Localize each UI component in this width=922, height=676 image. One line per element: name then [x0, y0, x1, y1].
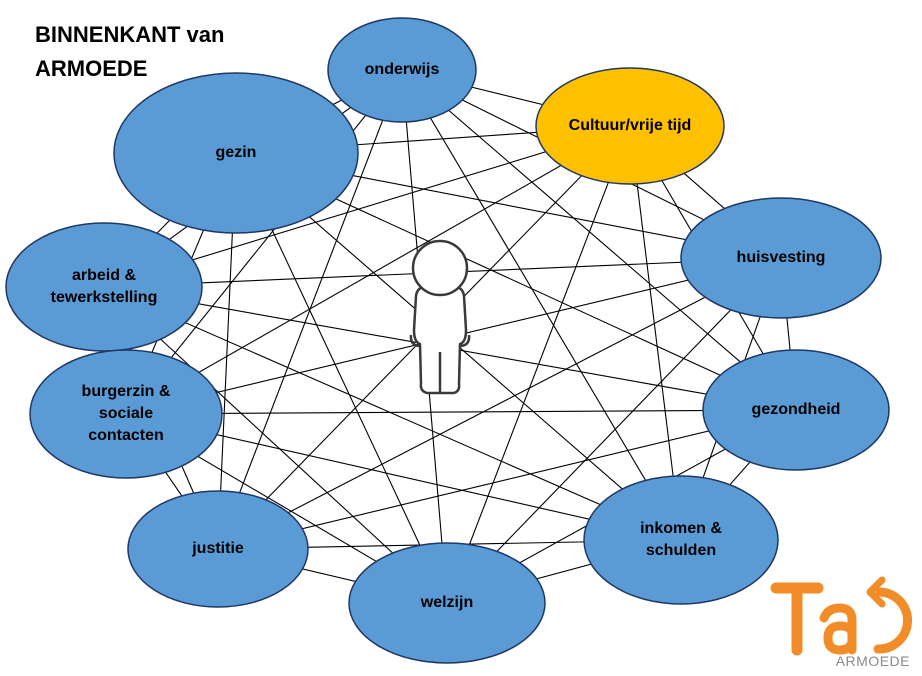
connection-onderwijs-burgerzin	[125, 69, 403, 415]
node-gezin-ellipse	[113, 72, 359, 234]
node-gezin-label: gezin	[216, 144, 257, 161]
node-welzijn: welzijn	[348, 542, 546, 664]
node-burgerzin-label: burgerzin &	[82, 383, 171, 400]
connection-onderwijs-gezondheid	[401, 69, 797, 411]
title-line-1: BINNENKANT van	[35, 22, 225, 47]
node-onderwijs: onderwijs	[327, 17, 477, 123]
connection-gezondheid-justitie	[217, 409, 797, 550]
connection-arbeid-inkomen	[103, 286, 682, 541]
node-inkomen-label: schulden	[646, 542, 716, 559]
connection-gezondheid-burgerzin	[125, 409, 797, 415]
node-inkomen: inkomen & schulden	[583, 475, 779, 605]
node-arbeid-label: arbeid &	[72, 267, 136, 284]
connection-burgerzin-inkomen	[125, 413, 682, 541]
person-outline-icon	[409, 239, 471, 395]
node-justitie-ellipse	[127, 490, 309, 608]
node-arbeid: arbeid & tewerkstelling	[5, 222, 203, 352]
node-gezondheid-label: gezondheid	[752, 401, 841, 418]
node-huisvesting-ellipse	[680, 197, 882, 319]
node-cultuur-ellipse	[535, 67, 725, 185]
connection-cultuur-inkomen	[629, 125, 682, 541]
node-gezin: gezin	[113, 72, 359, 234]
node-justitie-label: justitie	[191, 540, 244, 557]
logo-tagline: ARMOEDE	[835, 653, 910, 669]
node-gezondheid-ellipse	[702, 349, 890, 471]
title-line-2: ARMOEDE	[35, 56, 148, 81]
tao-logo-mark	[770, 576, 912, 656]
connection-onderwijs-justitie	[217, 69, 403, 550]
node-burgerzin-ellipse	[29, 349, 223, 479]
node-onderwijs-label: onderwijs	[365, 61, 440, 78]
node-welzijn-label: welzijn	[420, 594, 473, 611]
node-huisvesting-label: huisvesting	[737, 249, 826, 266]
connection-huisvesting-justitie	[217, 257, 782, 550]
node-huisvesting: huisvesting	[680, 197, 882, 319]
node-burgerzin: burgerzin & sociale contacten	[29, 349, 223, 479]
node-burgerzin-label: sociale	[99, 405, 153, 422]
node-cultuur-label: Cultuur/vrije tijd	[569, 117, 692, 134]
connection-cultuur-burgerzin	[125, 125, 631, 415]
tao-armoede-logo: ARMOEDE	[766, 560, 922, 671]
node-arbeid-ellipse	[5, 222, 203, 352]
node-arbeid-label: tewerkstelling	[51, 289, 158, 306]
node-cultuur: Cultuur/vrije tijd	[535, 67, 725, 185]
node-inkomen-label: inkomen &	[640, 520, 722, 537]
connection-onderwijs-inkomen	[401, 69, 682, 541]
node-inkomen-ellipse	[583, 475, 779, 605]
node-gezondheid: gezondheid	[702, 349, 890, 471]
node-justitie: justitie	[127, 490, 309, 608]
node-onderwijs-ellipse	[327, 17, 477, 123]
connection-huisvesting-welzijn	[446, 257, 782, 604]
diagram-title: BINNENKANT van ARMOEDE	[35, 18, 224, 86]
node-burgerzin-label: contacten	[88, 427, 164, 444]
node-welzijn-ellipse	[348, 542, 546, 664]
